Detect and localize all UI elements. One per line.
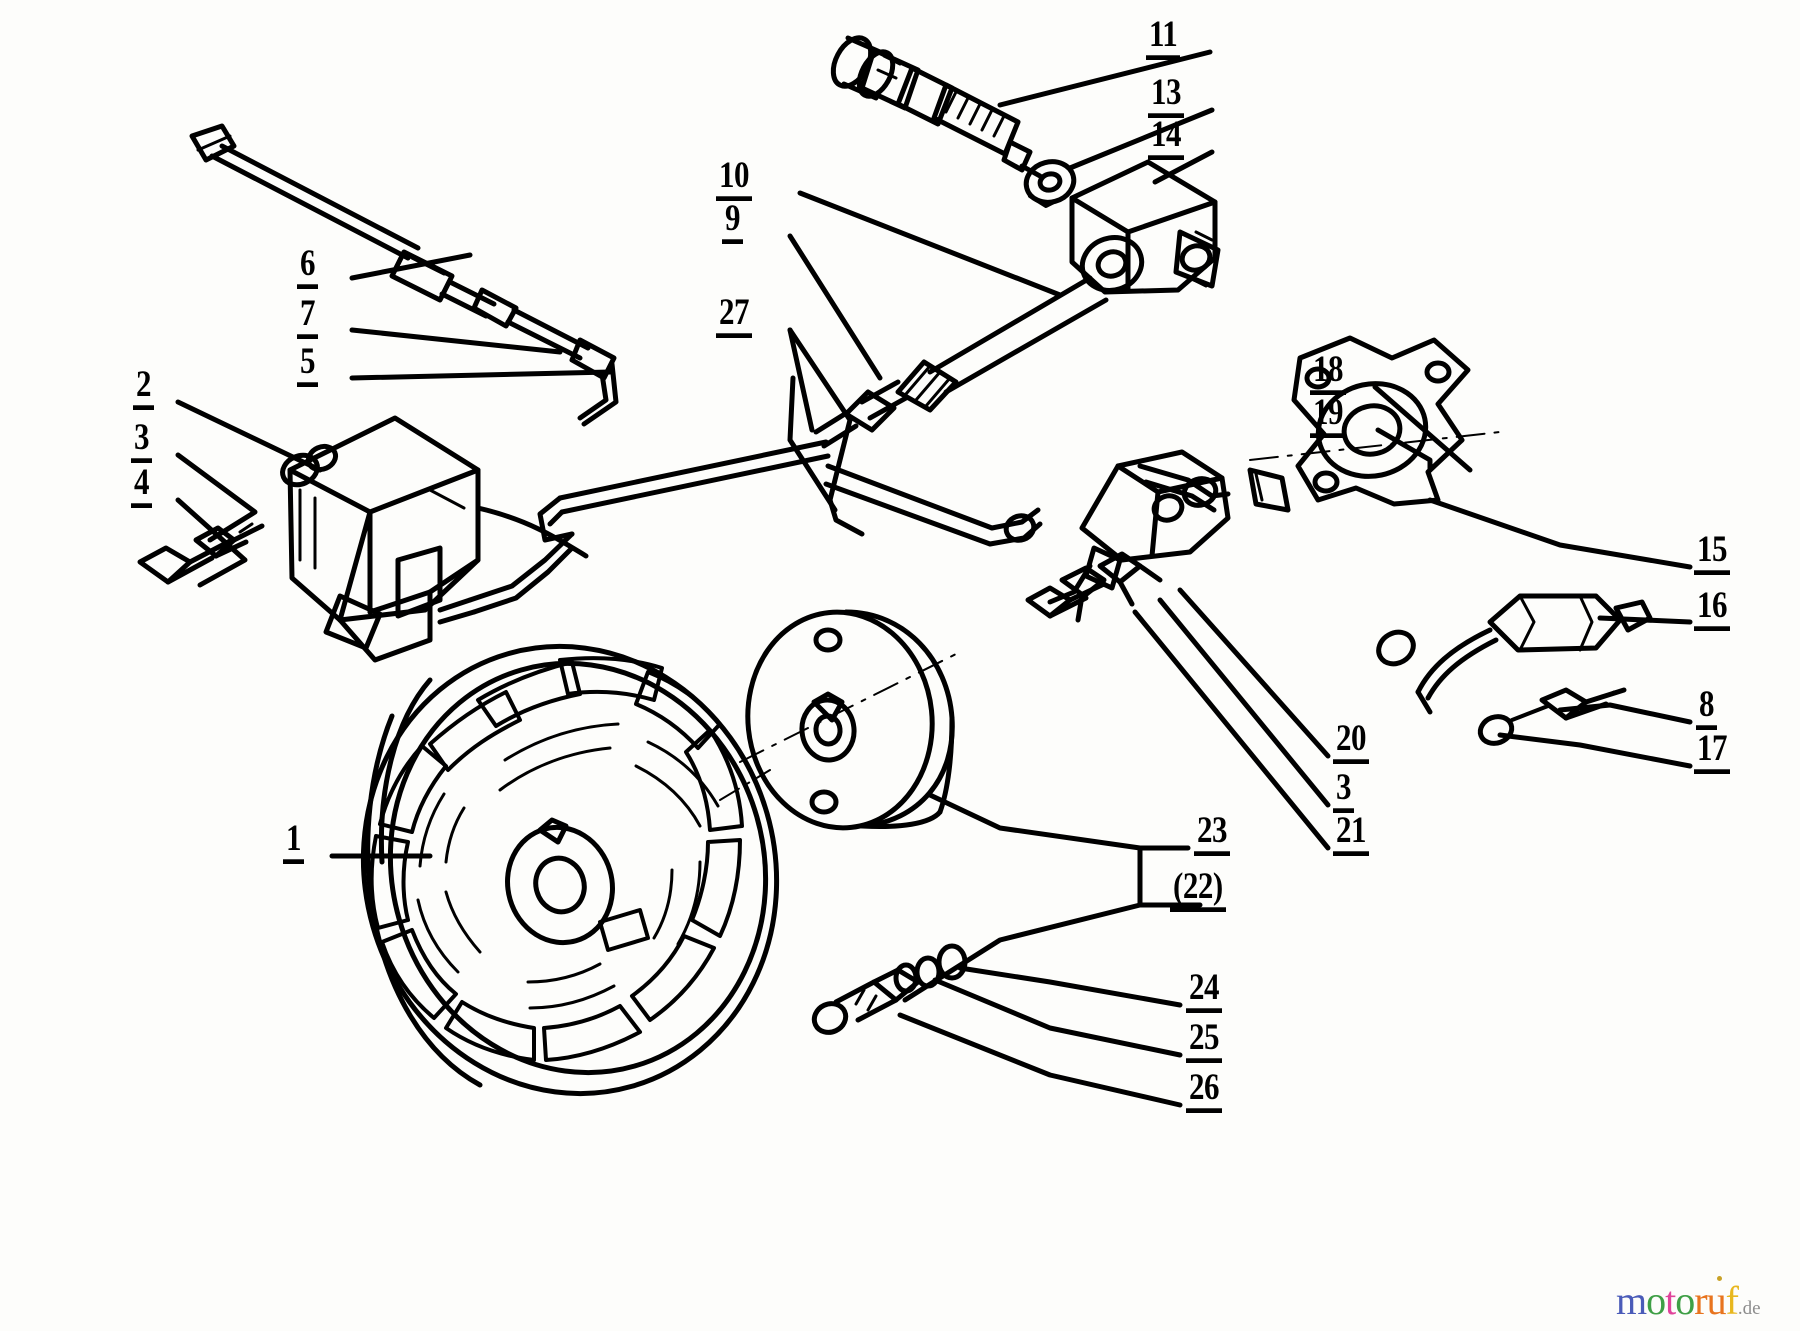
callout-14: 14 — [1148, 115, 1184, 160]
callout-3b: 3 — [1333, 768, 1354, 813]
part-clutch-drum — [719, 609, 961, 831]
part-plug-washer — [1023, 159, 1077, 208]
callout-23: 23 — [1194, 811, 1230, 856]
part-ignition-coil — [280, 415, 589, 663]
logo-accent-dot — [1716, 1276, 1722, 1281]
leader-lines — [175, 49, 1693, 1108]
logo-suffix-de: .de — [1737, 1298, 1761, 1319]
part-sleeve — [1247, 467, 1291, 513]
part-spark-plug — [830, 35, 1043, 179]
callout-5: 5 — [297, 342, 318, 387]
logo-letter-r: r — [1694, 1278, 1707, 1323]
callout-8: 8 — [1696, 685, 1717, 730]
callout-4: 4 — [131, 463, 152, 508]
callout-18: 18 — [1310, 350, 1346, 395]
callout-13: 13 — [1148, 73, 1184, 118]
callout-24: 24 — [1186, 968, 1222, 1013]
callout-1: 1 — [283, 819, 304, 864]
callout-20: 20 — [1333, 719, 1369, 764]
part-housing — [1069, 159, 1221, 295]
logo-letter-o2: o — [1675, 1278, 1695, 1323]
part-governor-rod — [437, 439, 1043, 625]
callout-11: 11 — [1146, 15, 1181, 60]
callout-27: 27 — [716, 293, 752, 338]
part-condenser — [1376, 593, 1653, 715]
logo-letter-u: u — [1706, 1278, 1727, 1323]
callout-16: 16 — [1694, 586, 1730, 631]
part-backplate — [1249, 335, 1501, 507]
callout-19: 19 — [1310, 393, 1346, 438]
part-pins — [1059, 551, 1163, 623]
callout-7: 7 — [297, 294, 318, 339]
callout-9: 9 — [722, 199, 743, 244]
motoruf-watermark-logo: motoruf.de — [1616, 1276, 1761, 1323]
callout-15: 15 — [1694, 530, 1730, 575]
callout-25: 25 — [1186, 1018, 1222, 1063]
callout-26: 26 — [1186, 1068, 1222, 1113]
callout-10: 10 — [716, 156, 752, 201]
part-bolt-left-2 — [137, 537, 235, 585]
callout-21: 21 — [1333, 811, 1369, 856]
callout-22: (22) — [1170, 867, 1226, 912]
callout-6: 6 — [297, 244, 318, 289]
callout-2: 2 — [133, 365, 154, 410]
callout-17: 17 — [1694, 729, 1730, 774]
part-crankshaft — [813, 275, 1109, 449]
logo-letter-f: f — [1725, 1278, 1739, 1323]
logo-letter-t: t — [1665, 1278, 1676, 1323]
part-flywheel — [360, 643, 780, 1097]
part-governor-bracket — [1025, 449, 1231, 619]
logo-letter-o1: o — [1646, 1278, 1666, 1323]
logo-letter-m: m — [1616, 1278, 1647, 1323]
part-bottom-fasteners — [811, 943, 968, 1035]
callout-3: 3 — [131, 418, 152, 463]
part-bolt-right — [1477, 687, 1627, 746]
part-plug-lead — [189, 123, 619, 427]
